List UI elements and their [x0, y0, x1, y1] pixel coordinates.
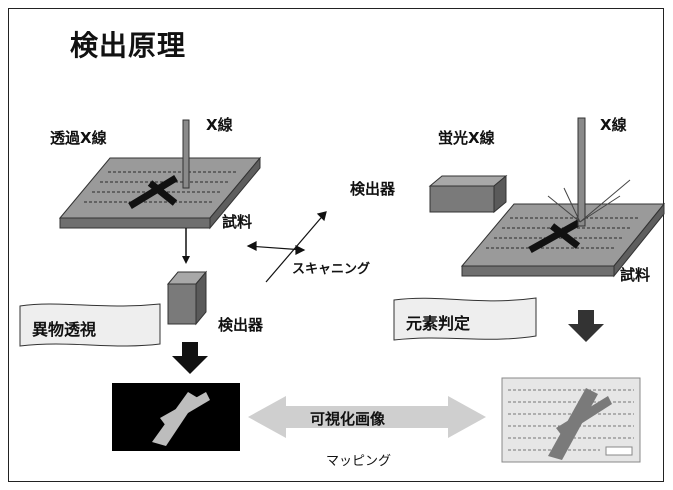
scanning-arrows: [246, 211, 327, 283]
diagram-frame: [8, 8, 664, 482]
right-sample-label: 試料: [620, 266, 651, 284]
left-sample-label: 試料: [222, 213, 253, 231]
left-result-banner: [19, 303, 161, 347]
left-beam-arrow: [182, 228, 190, 264]
left-result-label: 異物透視: [32, 320, 97, 339]
right-xray-label: X線: [600, 116, 627, 134]
visualize-double-arrow: [248, 396, 486, 438]
left-detector-cube: [166, 270, 208, 326]
mapping-label: マッピング: [326, 454, 392, 469]
right-detector-label: 検出器: [350, 180, 396, 198]
scanning-label: スキャニング: [292, 262, 371, 277]
right-method-label: 蛍光X線: [438, 129, 495, 147]
right-result-banner: [393, 297, 537, 341]
right-detector-box: [428, 174, 508, 214]
left-xray-beam: [182, 119, 190, 189]
visualize-label: 可視化画像: [310, 410, 386, 428]
right-result-image: [501, 377, 641, 463]
right-result-label: 元素判定: [406, 314, 471, 333]
left-detector-label: 検出器: [218, 316, 264, 334]
right-sample-plate: [460, 202, 666, 278]
left-xray-label: X線: [206, 116, 233, 134]
right-down-arrow: [568, 310, 604, 342]
page-title: 検出原理: [70, 29, 187, 62]
left-method-label: 透過X線: [50, 129, 107, 147]
fluorescence-rays: [547, 179, 631, 223]
right-xray-beam: [577, 117, 586, 227]
left-down-arrow: [172, 342, 208, 374]
left-result-image: [112, 383, 240, 451]
left-sample-plate: [58, 156, 262, 230]
